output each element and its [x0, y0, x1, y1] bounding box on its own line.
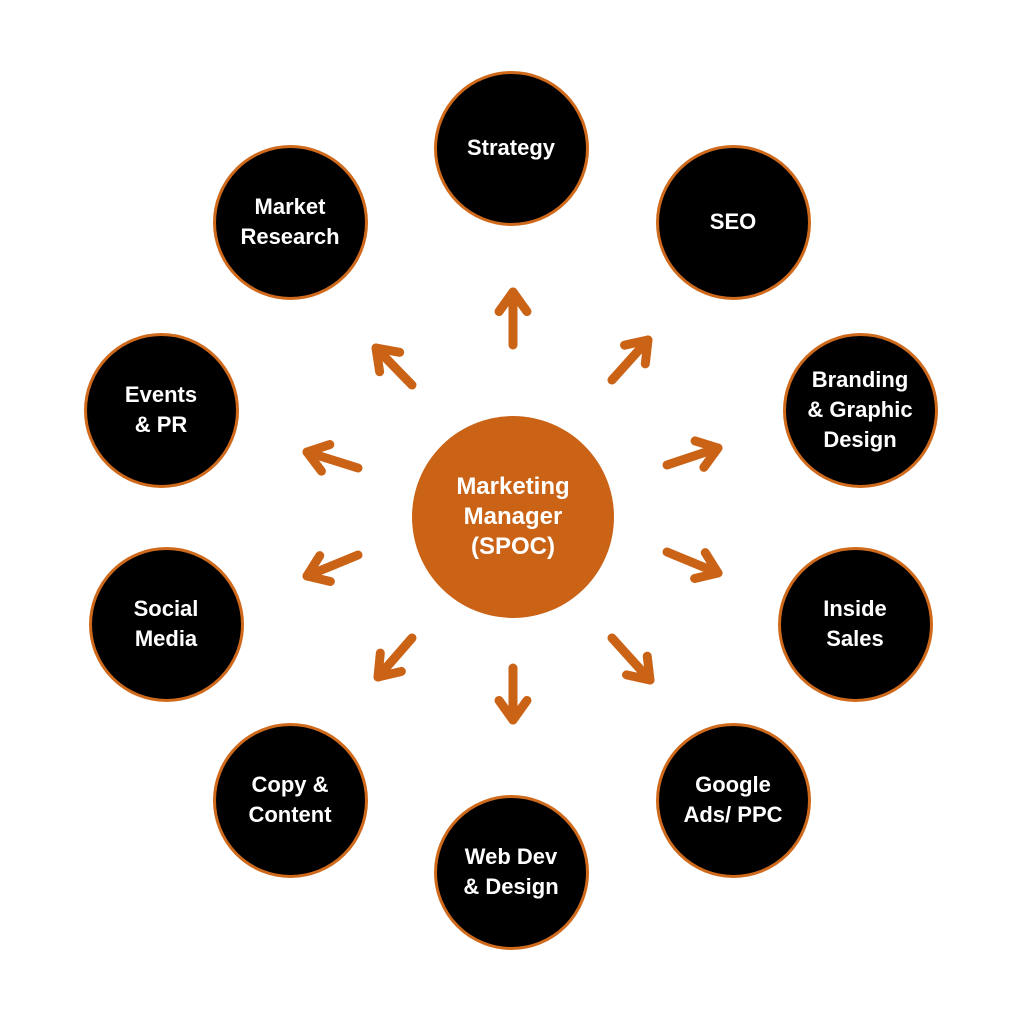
arrow-shaft	[302, 447, 363, 473]
node-label-inside-sales: Inside Sales	[823, 596, 887, 651]
node-label-branding-graphic-design: Branding & Graphic Design	[807, 367, 913, 452]
arrow-head	[373, 648, 406, 682]
arrow-head	[494, 287, 532, 317]
arrow-to-market-research	[371, 343, 417, 390]
node-label-copy-content: Copy & Content	[248, 772, 332, 827]
arrow-to-social-media	[302, 550, 363, 586]
arrow-shaft	[662, 443, 723, 470]
arrow-to-inside-sales	[662, 547, 723, 583]
node-branding-graphic-design: Branding & Graphic Design	[782, 332, 938, 488]
arrow-head	[494, 695, 532, 725]
node-copy-content: Copy & Content	[212, 722, 368, 878]
node-label-web-dev-design: Web Dev & Design	[463, 844, 559, 899]
arrow-shaft	[373, 633, 417, 682]
arrow-head	[690, 548, 723, 583]
node-seo: SEO	[655, 144, 811, 300]
node-label-google-ads-ppc: Google Ads/ PPC	[683, 772, 783, 827]
arrow-head	[622, 651, 655, 685]
arrow-to-seo	[607, 335, 653, 385]
arrow-shaft	[607, 633, 655, 685]
node-label-social-media: Social Media	[133, 596, 199, 651]
center-node-marketing-manager: Marketing Manager (SPOC)	[412, 416, 614, 618]
node-label-seo: SEO	[709, 209, 757, 234]
arrow-to-branding	[662, 436, 723, 472]
arrow-to-strategy	[494, 287, 532, 350]
node-social-media: Social Media	[88, 546, 244, 702]
node-events-pr: Events & PR	[83, 332, 239, 488]
node-web-dev-design: Web Dev & Design	[433, 794, 589, 950]
node-label-strategy: Strategy	[466, 135, 556, 160]
arrow-to-web-dev	[494, 663, 532, 725]
node-market-research: Market Research	[212, 144, 368, 300]
arrow-to-copy-content	[373, 633, 417, 682]
arrow-to-events-pr	[302, 440, 363, 476]
arrow-head	[302, 551, 335, 586]
node-google-ads-ppc: Google Ads/ PPC	[655, 722, 811, 878]
arrow-shaft	[662, 547, 723, 578]
node-strategy: Strategy	[433, 70, 589, 226]
center-node-label: Marketing Manager (SPOC)	[456, 473, 570, 560]
arrow-head	[690, 436, 723, 472]
node-label-market-research: Market Research	[240, 194, 340, 249]
node-label-events-pr: Events & PR	[124, 382, 198, 437]
arrow-to-google-ads	[607, 633, 655, 685]
arrow-shaft	[302, 550, 363, 581]
arrow-shaft	[607, 335, 653, 385]
arrow-head	[620, 335, 653, 369]
node-inside-sales: Inside Sales	[777, 546, 933, 702]
arrow-head	[371, 343, 405, 377]
arrow-head	[302, 440, 335, 476]
arrow-shaft	[371, 343, 417, 390]
